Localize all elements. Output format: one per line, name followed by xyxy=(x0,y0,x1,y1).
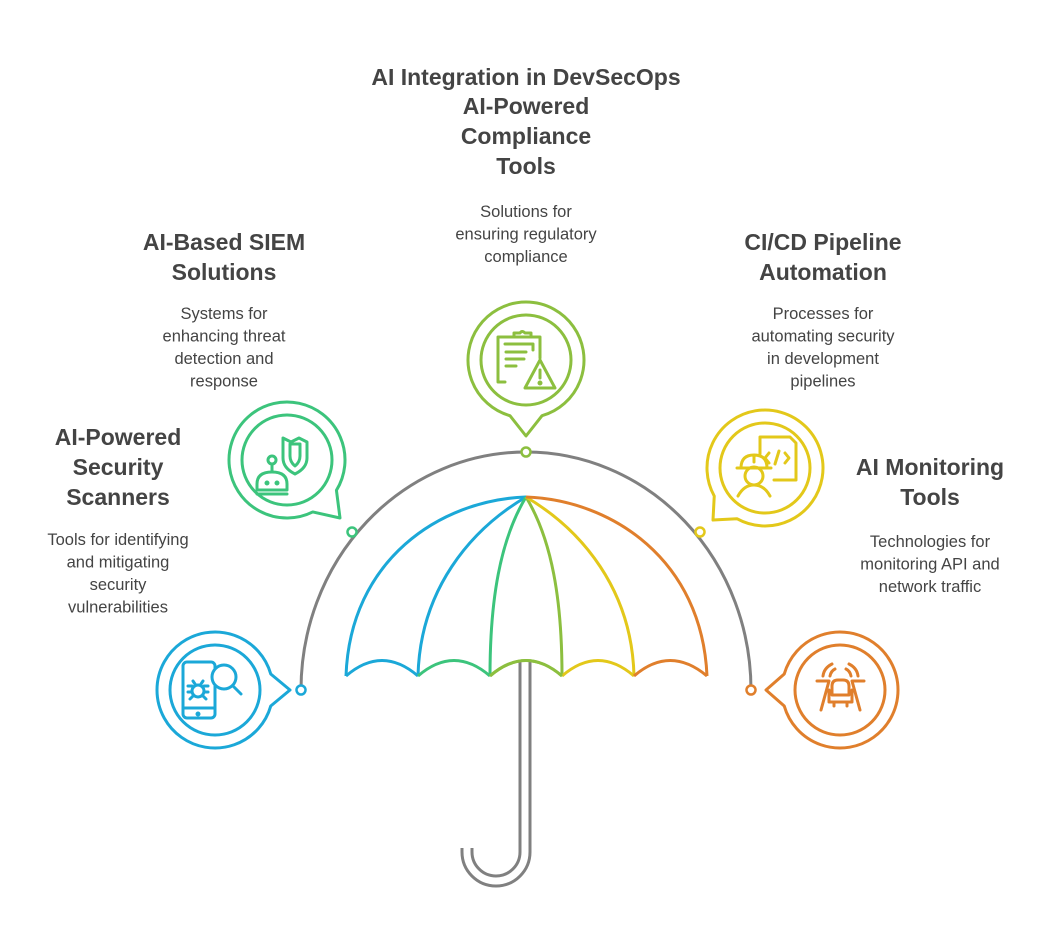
item-description: Solutions for xyxy=(480,203,572,221)
item-description: automating security xyxy=(751,328,895,346)
item-title: Tools xyxy=(496,153,556,179)
item-title: Security xyxy=(73,454,164,480)
connector-dots xyxy=(295,446,757,696)
connector-dot xyxy=(745,684,757,696)
connector-dot xyxy=(295,684,307,696)
item-description: security xyxy=(90,576,148,594)
mobile-bug-scan-icon xyxy=(181,660,243,720)
canopy-scallop xyxy=(417,659,491,678)
item-description: ensuring regulatory xyxy=(455,226,597,244)
item-description: detection and xyxy=(174,350,273,368)
bubble-siem xyxy=(227,400,347,520)
umbrella-handle xyxy=(460,662,532,888)
item-description: compliance xyxy=(484,248,567,266)
item-title: Automation xyxy=(759,259,887,285)
canopy-rib xyxy=(525,495,709,677)
item-description: Tools for identifying xyxy=(47,531,188,549)
item-description: network traffic xyxy=(879,578,981,596)
umbrella-canopy xyxy=(344,495,709,678)
bubble-compliance xyxy=(466,300,586,438)
canopy-scallop xyxy=(345,659,419,678)
item-title: CI/CD Pipeline xyxy=(744,229,901,255)
item-title: Scanners xyxy=(66,484,170,510)
item-description: response xyxy=(190,373,258,391)
canopy-scallop xyxy=(561,659,635,678)
connector-dot xyxy=(694,526,706,538)
item-description: Technologies for xyxy=(870,533,991,551)
item-description: in development xyxy=(767,350,879,368)
item-description: Processes for xyxy=(773,305,874,323)
canopy-scallop xyxy=(633,659,708,678)
canopy-rib xyxy=(488,496,528,677)
item-title: AI-Powered xyxy=(55,424,182,450)
item-title: AI-Powered xyxy=(463,93,590,119)
item-description: enhancing threat xyxy=(163,328,286,346)
robot-shield-icon xyxy=(255,436,309,496)
item-description: vulnerabilities xyxy=(68,599,168,617)
item-description: and mitigating xyxy=(67,554,170,572)
item-title: Solutions xyxy=(172,259,277,285)
bubble-inner-ring xyxy=(793,643,887,737)
item-title: AI Monitoring xyxy=(856,454,1004,480)
item-description: Systems for xyxy=(180,305,268,323)
bubble-inner-ring xyxy=(718,421,812,515)
item-description: pipelines xyxy=(790,373,855,391)
outer-arc xyxy=(299,450,753,691)
canopy-rib xyxy=(416,495,527,677)
connector-dot xyxy=(346,526,358,538)
item-title: Compliance xyxy=(461,123,591,149)
canopy-rib xyxy=(525,495,636,677)
bubble-inner-ring xyxy=(240,413,334,507)
item-title: Tools xyxy=(900,484,960,510)
bubble-inner-ring xyxy=(479,313,573,407)
item-description: monitoring API and xyxy=(860,556,999,574)
bubble-inner-ring xyxy=(168,643,262,737)
developer-code-icon xyxy=(735,435,798,498)
canopy-scallop xyxy=(489,659,563,678)
item-title: AI-Based SIEM xyxy=(143,229,305,255)
diagram-title: AI Integration in DevSecOps xyxy=(371,64,680,90)
canopy-rib xyxy=(524,496,564,677)
traffic-monitoring-icon xyxy=(815,662,866,712)
canopy-rib xyxy=(344,495,527,677)
connector-dot xyxy=(520,446,532,458)
clipboard-warning-icon xyxy=(496,330,557,390)
